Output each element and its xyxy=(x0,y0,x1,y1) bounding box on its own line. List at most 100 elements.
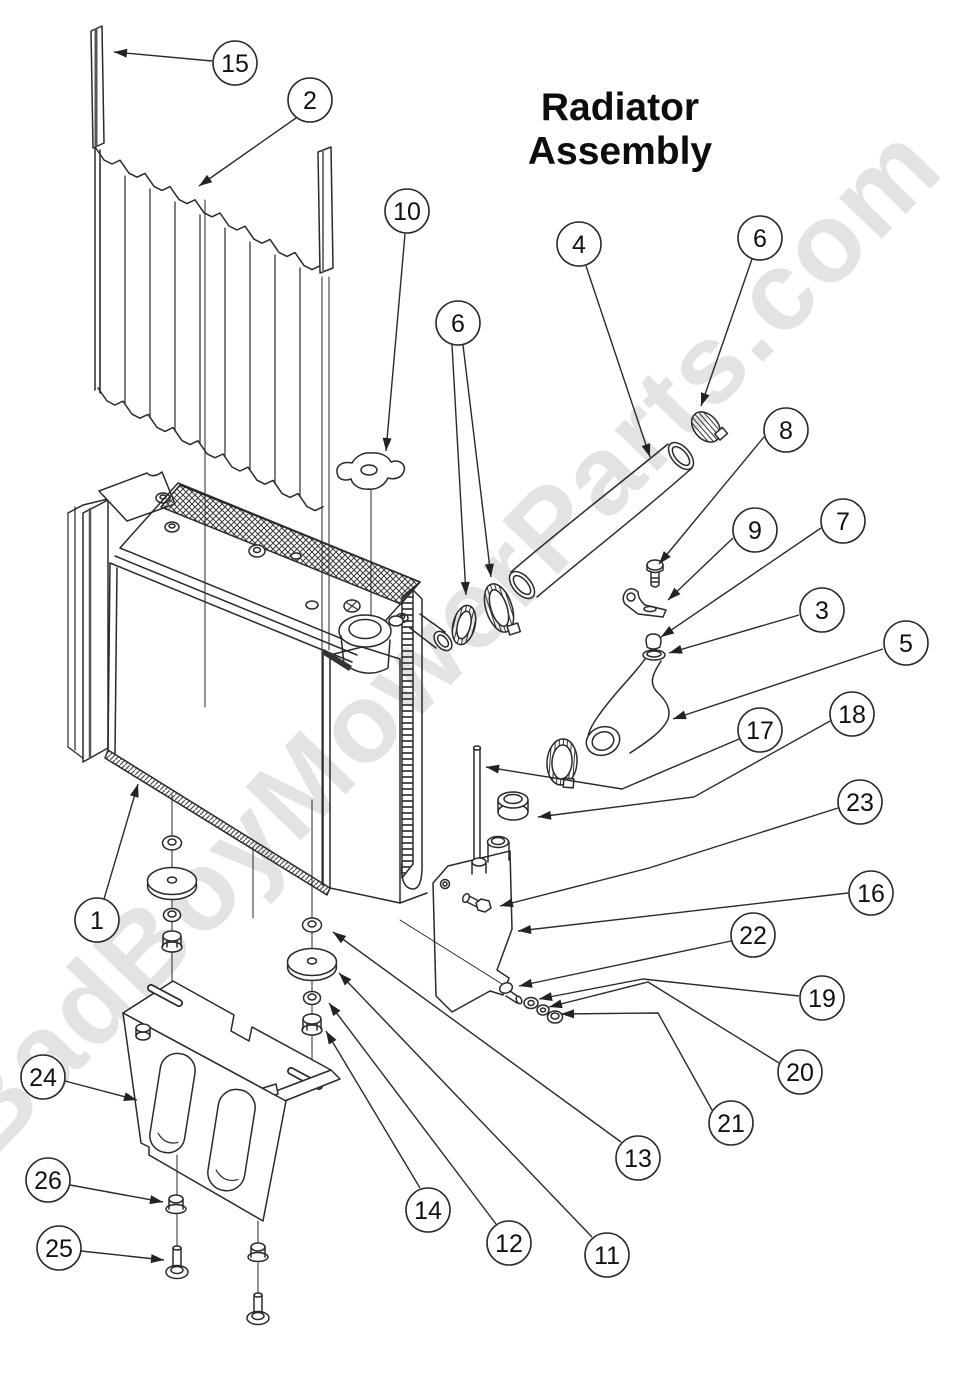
callout-9: 9 xyxy=(667,507,778,601)
side-rail-left xyxy=(90,25,105,149)
callout-circle-23 xyxy=(837,779,883,825)
callout-number: 25 xyxy=(45,1235,73,1263)
callout-number: 4 xyxy=(572,231,586,259)
callout-circle-11 xyxy=(584,1232,630,1278)
cap-screw xyxy=(642,633,666,661)
side-fin-band xyxy=(401,589,414,879)
callout-circle-24 xyxy=(20,1054,66,1100)
callout-circle-18 xyxy=(829,691,875,737)
hose-clamp-upper xyxy=(690,411,729,443)
lower-hose xyxy=(585,658,670,757)
callout-24: 24 xyxy=(20,1054,138,1102)
callout-circle-3 xyxy=(799,587,845,633)
hose-clamp-a xyxy=(483,583,522,636)
callout-1: 1 xyxy=(74,783,139,943)
callout-number: 22 xyxy=(739,922,767,950)
callout-circle-25 xyxy=(36,1225,82,1271)
callout-number: 1 xyxy=(90,907,104,935)
overflow-tank xyxy=(432,835,513,1013)
callout-circle-1 xyxy=(74,897,120,943)
callout-circle-13 xyxy=(615,1135,661,1181)
callout-number: 8 xyxy=(779,417,793,445)
filler-neck xyxy=(338,614,404,674)
callout-number: 16 xyxy=(857,880,885,908)
callout-26: 26 xyxy=(25,1157,164,1205)
callout-circle-15 xyxy=(212,40,258,86)
callout-number: 15 xyxy=(221,50,249,78)
callout-6: 6 xyxy=(700,215,783,407)
callout-number: 26 xyxy=(34,1167,62,1195)
callout-16: 16 xyxy=(517,870,894,934)
callout-circle-16 xyxy=(848,870,894,916)
callout-number: 23 xyxy=(846,789,874,817)
callout-circle-7 xyxy=(820,498,866,544)
callout-circle-22 xyxy=(730,912,776,958)
clamp-bracket xyxy=(622,588,667,618)
callout-19: 19 xyxy=(538,975,845,1021)
projection-lines xyxy=(204,199,330,919)
callout-11: 11 xyxy=(338,972,630,1278)
callout-circle-4 xyxy=(556,221,602,267)
callout-circle-8 xyxy=(763,407,809,453)
callout-number: 6 xyxy=(451,310,465,338)
callout-circle-14 xyxy=(405,1187,451,1233)
callout-number: 24 xyxy=(29,1064,57,1092)
callout-number: 17 xyxy=(746,717,774,745)
callout-number: 7 xyxy=(836,508,850,536)
bleed-spike xyxy=(322,649,352,671)
callout-number: 10 xyxy=(393,198,421,226)
callout-circle-9 xyxy=(732,507,778,553)
callout-15: 15 xyxy=(113,40,258,86)
callout-7: 7 xyxy=(660,498,866,638)
callout-circle-5 xyxy=(883,620,929,666)
callout-number: 21 xyxy=(717,1110,745,1138)
tank-mount-hardware xyxy=(399,919,564,1024)
callout-circle-6 xyxy=(435,300,481,346)
callout-number: 13 xyxy=(624,1145,652,1173)
side-tank xyxy=(329,646,428,904)
upper-hose xyxy=(508,441,695,600)
outlet-stub xyxy=(409,613,446,649)
callout-circle-2 xyxy=(287,77,333,123)
callout-number: 18 xyxy=(838,701,866,729)
callout-5: 5 xyxy=(672,620,929,720)
callout-circle-26 xyxy=(25,1157,71,1203)
bottom-channel xyxy=(104,749,331,896)
callout-number: 12 xyxy=(495,1230,523,1258)
radiator-core xyxy=(98,471,453,904)
washer-stack-right xyxy=(286,799,338,1071)
front-right-edge xyxy=(322,651,331,889)
callout-17: 17 xyxy=(485,707,783,790)
callout-number: 19 xyxy=(808,985,836,1013)
radiator-cap xyxy=(336,452,406,617)
side-rail-right xyxy=(317,146,334,274)
hose-clamp-b xyxy=(451,604,477,646)
callout-12: 12 xyxy=(328,1002,532,1266)
callout-25: 25 xyxy=(36,1225,165,1271)
callout-14: 14 xyxy=(325,1030,451,1233)
callout-circle-20 xyxy=(777,1049,823,1095)
front-left-edge xyxy=(107,562,118,755)
page-title: Radiator Assembly xyxy=(527,86,713,173)
callout-circle-17 xyxy=(737,707,783,753)
callout-4: 4 xyxy=(556,221,651,458)
callout-13: 13 xyxy=(332,931,661,1181)
callout-8: 8 xyxy=(658,407,809,565)
callout-circle-12 xyxy=(486,1220,532,1266)
left-channel xyxy=(67,498,109,763)
callout-circle-10 xyxy=(384,188,430,234)
front-band xyxy=(109,555,358,663)
bracket-hardware xyxy=(165,1154,270,1326)
hex-bolt xyxy=(646,559,664,588)
washer-stack-left xyxy=(146,794,198,985)
callout-number: 5 xyxy=(899,630,913,658)
callout-10: 10 xyxy=(382,188,430,452)
tank-bolt xyxy=(461,892,492,913)
callout-number: 6 xyxy=(753,225,767,253)
hose-clamp-lower xyxy=(546,738,578,789)
radiator-grille xyxy=(160,484,421,605)
tank-cap xyxy=(497,791,529,821)
callout-circle-6 xyxy=(737,215,783,261)
